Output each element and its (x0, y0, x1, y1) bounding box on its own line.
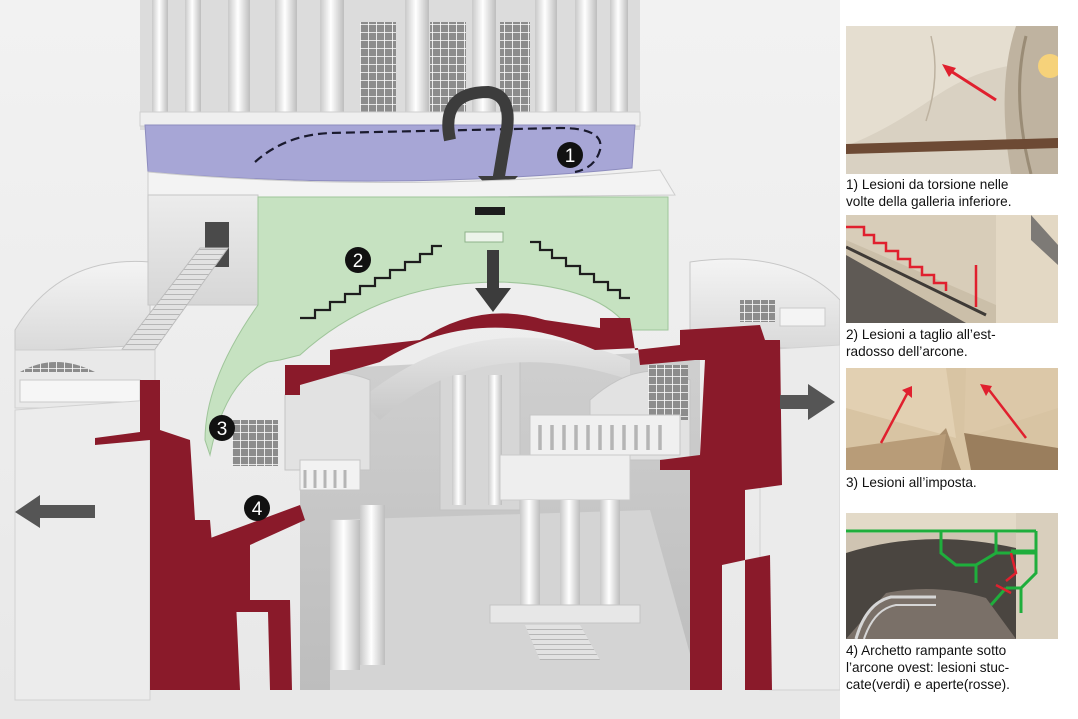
back-column-1 (452, 375, 466, 505)
section-right-wall (745, 555, 772, 690)
right-push-arrow (780, 384, 835, 420)
right-gallery-window (740, 300, 775, 322)
main-arch-vault (360, 337, 630, 420)
shear-crack-right (530, 240, 630, 300)
right-parapet (779, 307, 826, 327)
drum-colonnade (139, 0, 641, 130)
torsion-arrow (442, 85, 514, 183)
church-cutaway-diagram: 1 2 3 4 (0, 0, 840, 719)
photo-panel-3 (846, 368, 1058, 470)
left-stair-tower (14, 194, 259, 409)
caption-line: volte della galleria inferiore. (846, 194, 1012, 209)
marker-2: 2 (345, 247, 371, 273)
marker-1: 1 (557, 142, 583, 168)
front-columns (330, 454, 641, 670)
photo-gallery-vault (846, 26, 1058, 174)
caption-line: 1) Lesioni da torsione nelle (846, 177, 1009, 192)
caption-panel-2: 2) Lesioni a taglio all’est- radosso del… (846, 326, 1058, 360)
cornice (147, 169, 676, 201)
torsion-crack-line (254, 126, 602, 174)
caption-line: cate(verdi) e aperte(rosse). (846, 677, 1010, 692)
photo-panel-1 (846, 26, 1058, 174)
shear-crack-left (300, 244, 442, 320)
photo-impost (846, 368, 1058, 470)
caption-line: l’arcone ovest: lesioni stuc- (846, 660, 1010, 675)
section-center-arch (285, 313, 695, 395)
photo-panel-2 (846, 215, 1058, 323)
caption-panel-1: 1) Lesioni da torsione nelle volte della… (846, 176, 1058, 210)
photo-panel-4 (846, 513, 1058, 639)
right-gallery (529, 365, 691, 461)
left-push-arrow (15, 495, 95, 528)
section-right-pier (660, 325, 782, 690)
section-left-pier (95, 380, 240, 690)
arch-spandrel-green (204, 196, 669, 457)
section-cut-red (95, 313, 782, 690)
marker-3-label: 3 (217, 419, 228, 440)
photo-arch-extrados (846, 215, 1058, 323)
marker-2-label: 2 (353, 251, 364, 272)
keystone-block (464, 231, 504, 243)
left-gallery (232, 372, 371, 491)
caption-line: 3) Lesioni all’imposta. (846, 475, 977, 490)
keystone-slot (475, 207, 505, 215)
nave-floor (330, 510, 700, 690)
photo-flying-arch (846, 513, 1058, 639)
section-left-mid (205, 505, 305, 690)
marker-4-label: 4 (252, 499, 263, 520)
caption-line: 2) Lesioni a taglio all’est- (846, 327, 996, 342)
caption-line: radosso dell’arcone. (846, 344, 968, 359)
caption-panel-3: 3) Lesioni all’imposta. (846, 474, 1058, 491)
down-arrow-head (475, 288, 511, 312)
marker-3: 3 (209, 415, 235, 441)
down-arrow-shaft (487, 250, 499, 292)
left-outer-wall (14, 399, 151, 701)
caption-panel-4: 4) Archetto rampante sotto l’arcone oves… (846, 642, 1058, 693)
caption-line: 4) Archetto rampante sotto (846, 643, 1007, 658)
back-column-2 (488, 375, 502, 505)
marker-4: 4 (244, 495, 270, 521)
marker-1-label: 1 (565, 146, 576, 167)
